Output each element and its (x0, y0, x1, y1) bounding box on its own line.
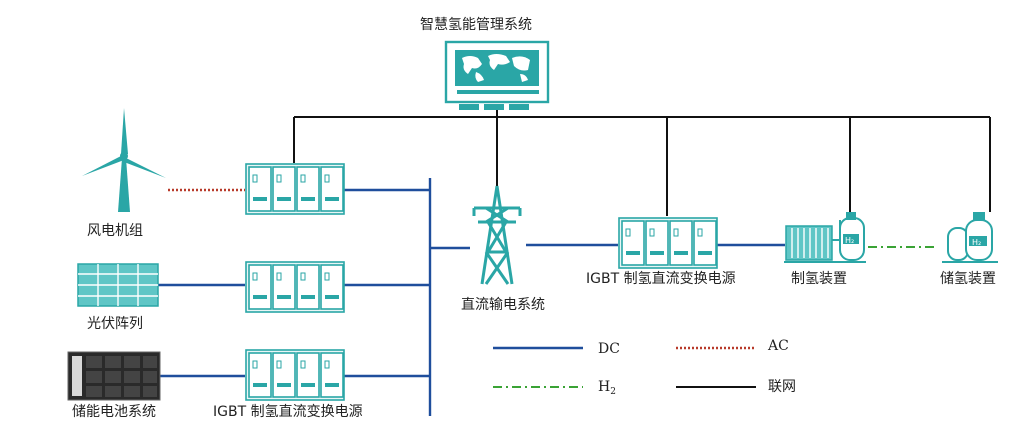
dc-lines (157, 178, 785, 416)
hydrogen-storage-icon (942, 212, 998, 263)
converter-right-label: IGBT 制氢直流变换电源 (586, 271, 736, 287)
battery-storage-label: 储能电池系统 (72, 404, 156, 420)
legend-ac-label: AC (768, 338, 789, 354)
management-system-label: 智慧氢能管理系统 (420, 17, 532, 33)
wind-turbine-icon (82, 108, 166, 212)
legend-samples (493, 346, 756, 388)
dc-transmission-label: 直流输电系统 (461, 297, 545, 313)
pv-array-icon (77, 263, 159, 307)
legend-h2-label: H2 (598, 379, 616, 400)
transmission-tower-icon (472, 185, 522, 285)
network-lines (293, 104, 991, 216)
h2-tag-storage: H₂ (972, 238, 982, 247)
battery-storage-icon (67, 351, 161, 401)
legend-h2-base: H (598, 379, 611, 395)
converter-battery (246, 350, 344, 400)
converter-electrolysis (619, 218, 717, 268)
converter-wind (246, 164, 344, 214)
legend-network-label: 联网 (768, 379, 796, 395)
legend-h2-sub: 2 (610, 387, 616, 397)
converter-pv (246, 262, 344, 312)
electrolyzer-icon (784, 212, 866, 263)
electrolyzer-label: 制氢装置 (791, 271, 847, 287)
hydrogen-storage-label: 储氢装置 (940, 271, 996, 287)
legend-dc-label: DC (598, 341, 620, 357)
h2-tag-electrolyzer: H₂ (845, 236, 855, 245)
converter-bottom-label: IGBT 制氢直流变换电源 (213, 404, 363, 420)
pv-array-label: 光伏阵列 (87, 316, 143, 332)
monitor-icon (444, 40, 550, 110)
wind-turbine-label: 风电机组 (87, 223, 143, 239)
